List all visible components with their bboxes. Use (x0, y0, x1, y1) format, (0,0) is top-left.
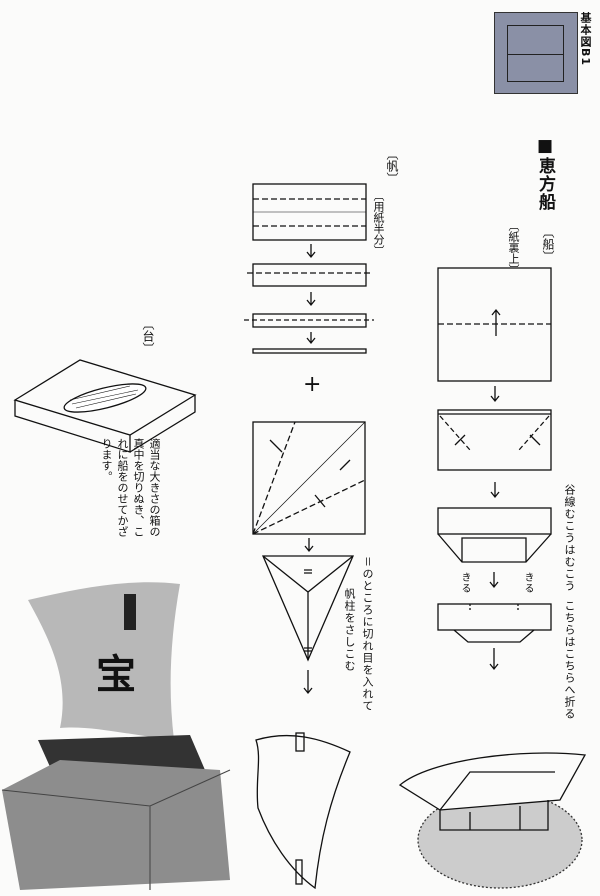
basic-figure (494, 12, 578, 94)
arrow-down-icon (490, 386, 500, 403)
finished-sail (255, 732, 351, 890)
description-line: 真中を切りぬき、こ (132, 438, 145, 537)
arrow-down-icon (306, 332, 316, 345)
cut-label-left: きる (459, 572, 470, 594)
sail-paper-note: 〔用紙半分〕 (372, 190, 385, 256)
photo-sail-character: 宝 (96, 652, 136, 698)
arrow-down-icon (304, 538, 314, 553)
ship-label: 〔船〕 (541, 226, 555, 262)
description-line: 適当な大きさの箱の (148, 438, 161, 537)
description-line: れに船をのせてかざ (116, 438, 129, 537)
sail-step-4 (252, 348, 367, 354)
sail-step-6 (262, 555, 354, 662)
sail-instruction-1: ＝のところに切れ目を入れて (361, 556, 374, 712)
arrow-down-icon (489, 572, 499, 589)
stand-description: 適当な大きさの箱の 真中を切りぬき、こ れに船をのせてかざ ります。 (98, 438, 162, 537)
cut-label-right: きる (522, 572, 533, 594)
arrow-down-icon (306, 292, 316, 307)
sail-step-3 (244, 313, 374, 328)
description-line: ります。 (100, 438, 113, 482)
arrow-down-icon (489, 648, 499, 671)
sail-instruction-2: 帆柱をさしこむ (343, 588, 356, 672)
stand-label: 〔台〕 (141, 318, 155, 354)
finished-ship (398, 752, 587, 889)
ship-step-4 (437, 603, 552, 643)
ship-instruction-1: 谷線むこうはむこう (563, 484, 576, 592)
photo-ship (1, 582, 231, 890)
arrow-down-icon (303, 670, 313, 695)
basic-figure-label: 基本図B1 (579, 12, 592, 67)
arrow-down-icon (490, 482, 500, 499)
ship-instruction-2: こちらはこちらへ折る (563, 600, 576, 720)
ship-step-3 (437, 507, 552, 563)
ship-step-2 (437, 409, 552, 471)
sail-step-5 (252, 421, 366, 535)
ship-step-1 (437, 267, 552, 382)
sail-step-1 (252, 183, 367, 241)
plus-sign: + (303, 372, 322, 397)
arrow-down-icon (306, 244, 316, 259)
sail-step-2 (247, 263, 372, 287)
page-title: ■恵方船 (535, 136, 555, 211)
ship-paper-note: 〔紙裏上〕 (507, 220, 520, 275)
sail-label: 〔帆〕 (385, 148, 399, 184)
basic-figure-square (507, 25, 564, 82)
stand-box (13, 359, 197, 453)
